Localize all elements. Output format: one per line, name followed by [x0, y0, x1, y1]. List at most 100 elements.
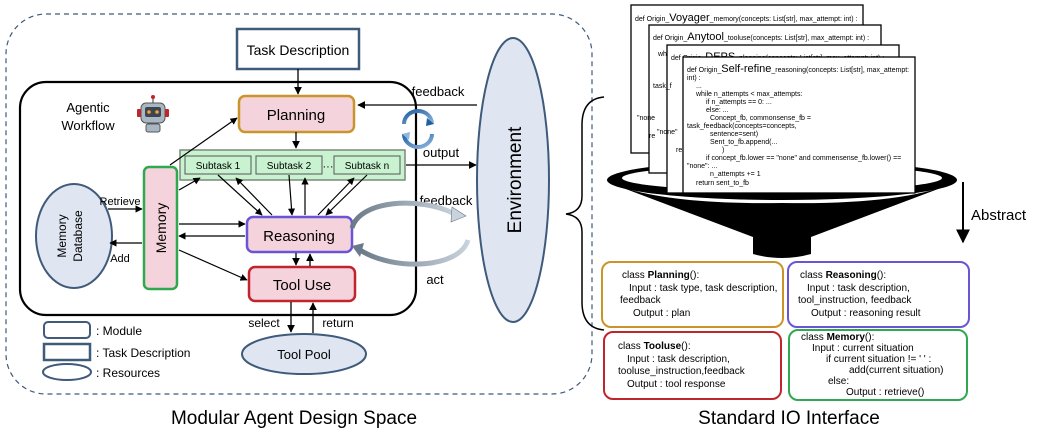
class-memory-line-4: Output : retrieve(): [846, 387, 924, 398]
reasoning-label: Reasoning: [263, 228, 335, 245]
return-label: return: [322, 316, 353, 330]
environment-label: Environment: [505, 126, 526, 233]
code-line-11: "none": ...: [687, 163, 717, 170]
memory-database-label-2: Database: [71, 210, 85, 262]
svg-text:class Reasoning():: class Reasoning():: [800, 270, 886, 281]
code-line-9: ): [722, 147, 724, 154]
class-planning-line-1: feedback: [620, 295, 662, 306]
act-cycle-icon: [349, 200, 471, 267]
subtask2-to-reasoning-arrow: [287, 174, 296, 216]
modular-agent-design-space: Agentic Workflow Task Description Planni…: [5, 13, 593, 429]
code-fragment-5: "none": [657, 129, 678, 136]
memory-database-label-1: Memory: [55, 214, 69, 257]
class-memory-line-2: add(current situation): [849, 365, 944, 376]
code-line-10: if concept_fb.lower == "none" and commen…: [706, 155, 901, 162]
subtask-n: Subtask n: [333, 155, 401, 175]
memory-module: [142, 165, 179, 291]
act-label: act: [426, 272, 444, 287]
select-label: select: [248, 316, 280, 330]
tool-pool-label: Tool Pool: [277, 347, 331, 362]
task-description-box: [235, 27, 361, 71]
legend: : Module : Task Description : Resources: [42, 321, 190, 381]
tool-pool: [241, 333, 367, 375]
code-line-7: sentence=sent): [710, 131, 758, 138]
code-line-13: return sent_to_fb: [696, 180, 749, 187]
tool-use-label: Tool Use: [273, 277, 331, 294]
right-panel-title: Standard IO Interface: [698, 408, 880, 429]
reasoning-module: [245, 215, 354, 254]
subtask-n-label: Subtask n: [345, 161, 389, 172]
code-line-12: n_attempts += 1: [710, 171, 761, 178]
left-panel-title: Modular Agent Design Space: [171, 408, 417, 429]
svg-text:def Origin_Anytool_tooluse(con: def Origin_Anytool_tooluse(concepts: Lis…: [653, 31, 869, 43]
tool-use-module: [247, 265, 357, 303]
code-fragment-6: re: [676, 147, 682, 154]
code-line-3: if n_attempts == 0: ...: [706, 99, 772, 106]
abstract-label: Abstract: [971, 207, 1027, 224]
subtask-1-label: Subtask 1: [196, 161, 241, 172]
legend-module-swatch: [43, 321, 91, 339]
class-memory-line-1: if current situation != ' ' :: [826, 354, 931, 365]
class-reasoning-box: class Reasoning(): Input : task descript…: [787, 261, 970, 328]
agentic-workflow-label-2: Workflow: [61, 118, 115, 133]
feedback-top-label: feedback: [412, 84, 465, 99]
class-tooluse-line-2: Output : tool response: [627, 379, 726, 390]
standard-io-interface: def Origin_Voyager_memory(concepts: List…: [601, 4, 1027, 429]
class-planning-box: class Planning(): Input : task type, tas…: [601, 261, 784, 328]
code-line-5: Concept_fb, commonsense_fb =: [710, 115, 811, 122]
class-reasoning-line-1: tool_instruction, feedback: [798, 295, 912, 306]
code-card-self-refine: def Origin_Self-refine_reasoning(concept…: [682, 56, 916, 194]
output-label: output: [423, 145, 460, 160]
code-line-0: int) :: [687, 75, 701, 82]
memory-to-tooluse-arrow: [178, 249, 248, 281]
agentic-workflow-label-1: Agentic: [66, 100, 110, 115]
class-planning-line-0: Input : task type, task description,: [629, 283, 777, 294]
agentic-workflow-container: [18, 80, 418, 317]
svg-text:def Origin_Voyager_memory(conc: def Origin_Voyager_memory(concepts: List…: [635, 12, 858, 24]
svg-text:def Origin_Self-refine_reasoni: def Origin_Self-refine_reasoning(concept…: [687, 63, 909, 75]
legend-module-label: : Module: [96, 324, 142, 338]
code-fragment-2: "none: [637, 115, 655, 122]
code-fragment-3: re: [649, 133, 655, 140]
class-memory-box: class Memory(): Input : current situatio…: [788, 329, 968, 401]
legend-resource-swatch: [42, 363, 92, 381]
legend-task-label: : Task Description: [96, 346, 190, 360]
class-reasoning-line-2: Output : reasoning result: [811, 308, 921, 319]
reasoning-to-subtask1-arrow: [235, 177, 273, 216]
class-memory-line-0: Input : current situation: [812, 343, 914, 354]
code-line-2: while n_attempts < max_attempts:: [695, 91, 802, 98]
memory-to-subtask-arrow: [178, 177, 201, 191]
memory-to-planning-arrow: [169, 117, 238, 166]
subtask1-to-reasoning-arrow: [217, 174, 263, 216]
planning-label: Planning: [267, 107, 325, 124]
code-line-1: ...: [696, 83, 702, 90]
code-fragment-1: task_f: [653, 83, 672, 90]
brace: [565, 96, 605, 331]
robot-icon: [137, 95, 169, 133]
legend-resource-label: : Resources: [96, 366, 160, 380]
reasoning-to-subtaskn-arrow: [317, 177, 355, 216]
memory-database: [35, 183, 113, 289]
svg-text:class Tooluse():: class Tooluse():: [618, 341, 691, 352]
class-planning-line-2: Output : plan: [633, 308, 690, 319]
subtask-2: Subtask 2: [255, 155, 323, 175]
subtask-ellipsis: ···: [323, 161, 334, 173]
class-reasoning-line-0: Input : task description,: [807, 283, 910, 294]
refresh-cycle-icon: [402, 109, 434, 149]
design-space-boundary: [5, 13, 593, 395]
code-line-4: else: ...: [706, 107, 729, 114]
code-fragment-0: wh: [657, 51, 667, 58]
retrieve-label: Retrieve: [100, 196, 141, 208]
add-label: Add: [110, 253, 130, 265]
svg-text:class Planning():: class Planning():: [622, 270, 699, 281]
legend-task-swatch: [42, 342, 92, 362]
code-line-8: Sent_to_fb.append(...: [710, 139, 777, 146]
subtask-1: Subtask 1: [184, 155, 252, 175]
code-line-6: task_feedback(concepts=concepts,: [687, 123, 797, 130]
environment: [476, 37, 550, 323]
task-description-label: Task Description: [247, 42, 350, 58]
class-tooluse-line-0: Input : task description,: [627, 354, 730, 365]
class-memory-line-3: else:: [828, 376, 849, 387]
class-tooluse-box: class Tooluse(): Input : task descriptio…: [603, 331, 782, 400]
